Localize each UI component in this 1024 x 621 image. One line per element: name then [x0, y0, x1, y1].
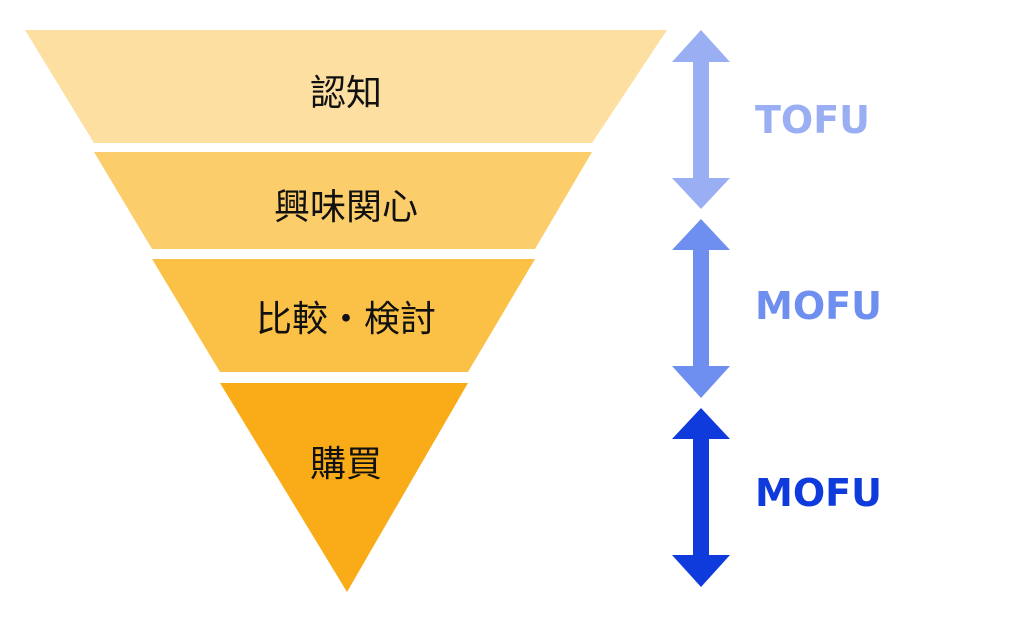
stage-label-interest: 興味関心 [273, 187, 418, 228]
stage-label-purchase: 購買 [309, 444, 382, 485]
funnel-stage-consideration [152, 259, 535, 372]
bofu-double-arrow-icon [672, 408, 730, 587]
phase-label-mofu-bottom: MOFU [755, 471, 882, 515]
funnel-stage-purchase [220, 383, 468, 592]
phase-label-mofu: MOFU [755, 284, 882, 328]
funnel-stage-interest [94, 152, 592, 249]
stage-label-consideration: 比較・検討 [255, 299, 436, 340]
tofu-double-arrow-icon [672, 30, 730, 209]
stage-label-awareness: 認知 [309, 73, 382, 114]
funnel-stage-awareness [25, 30, 667, 143]
mofu-double-arrow-icon [672, 219, 730, 398]
phase-label-tofu: TOFU [755, 98, 871, 142]
